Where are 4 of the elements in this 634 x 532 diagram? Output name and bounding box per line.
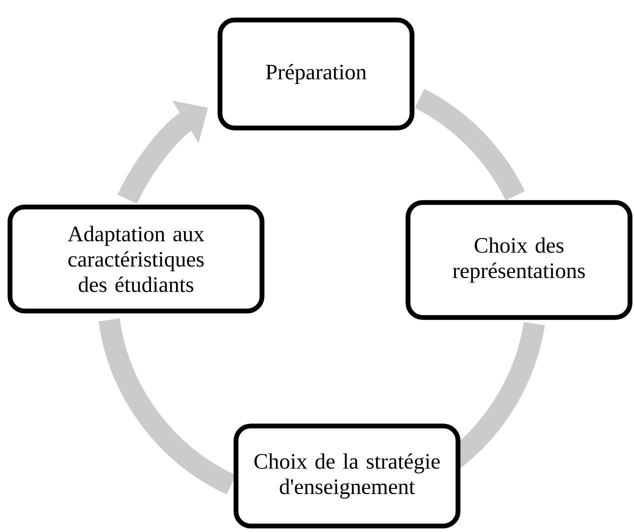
process-box: Adaptation aux caractéristiques des étudiants bbox=[8, 204, 264, 314]
process-box: Choix des représentations bbox=[406, 200, 632, 320]
process-box: Choix de la stratégie d'enseignement bbox=[234, 424, 460, 528]
process-box: Préparation bbox=[218, 18, 414, 130]
